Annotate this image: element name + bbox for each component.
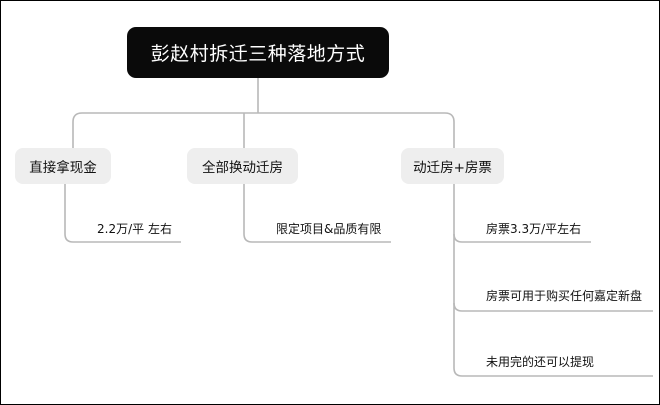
leaf-connector-3b <box>453 302 653 312</box>
leaf-connector-2 <box>243 184 391 243</box>
leaf-limited-projects[interactable]: 限定项目&品质有限 <box>276 222 382 236</box>
root-topic[interactable]: 彭赵村拆迁三种落地方式 <box>127 27 389 78</box>
leaf-connector-3 <box>453 184 653 377</box>
leaf-voucher-cashout[interactable]: 未用完的还可以提现 <box>486 355 595 369</box>
branch-full-relocation-housing[interactable]: 全部换动迁房 <box>187 148 298 184</box>
leaf-connector-1 <box>64 184 181 243</box>
leaf-voucher-usage[interactable]: 房票可用于购买任何嘉定新盘 <box>486 289 643 303</box>
leaf-voucher-price[interactable]: 房票3.3万/平左右 <box>486 222 582 236</box>
branch-bus <box>72 112 455 148</box>
branch-relocation-housing-plus-voucher[interactable]: 动迁房+房票 <box>401 148 504 184</box>
leaf-connector-3a <box>453 233 591 243</box>
leaf-cash-price[interactable]: 2.2万/平 左右 <box>97 222 172 236</box>
branch-direct-cash[interactable]: 直接拿现金 <box>15 148 111 184</box>
